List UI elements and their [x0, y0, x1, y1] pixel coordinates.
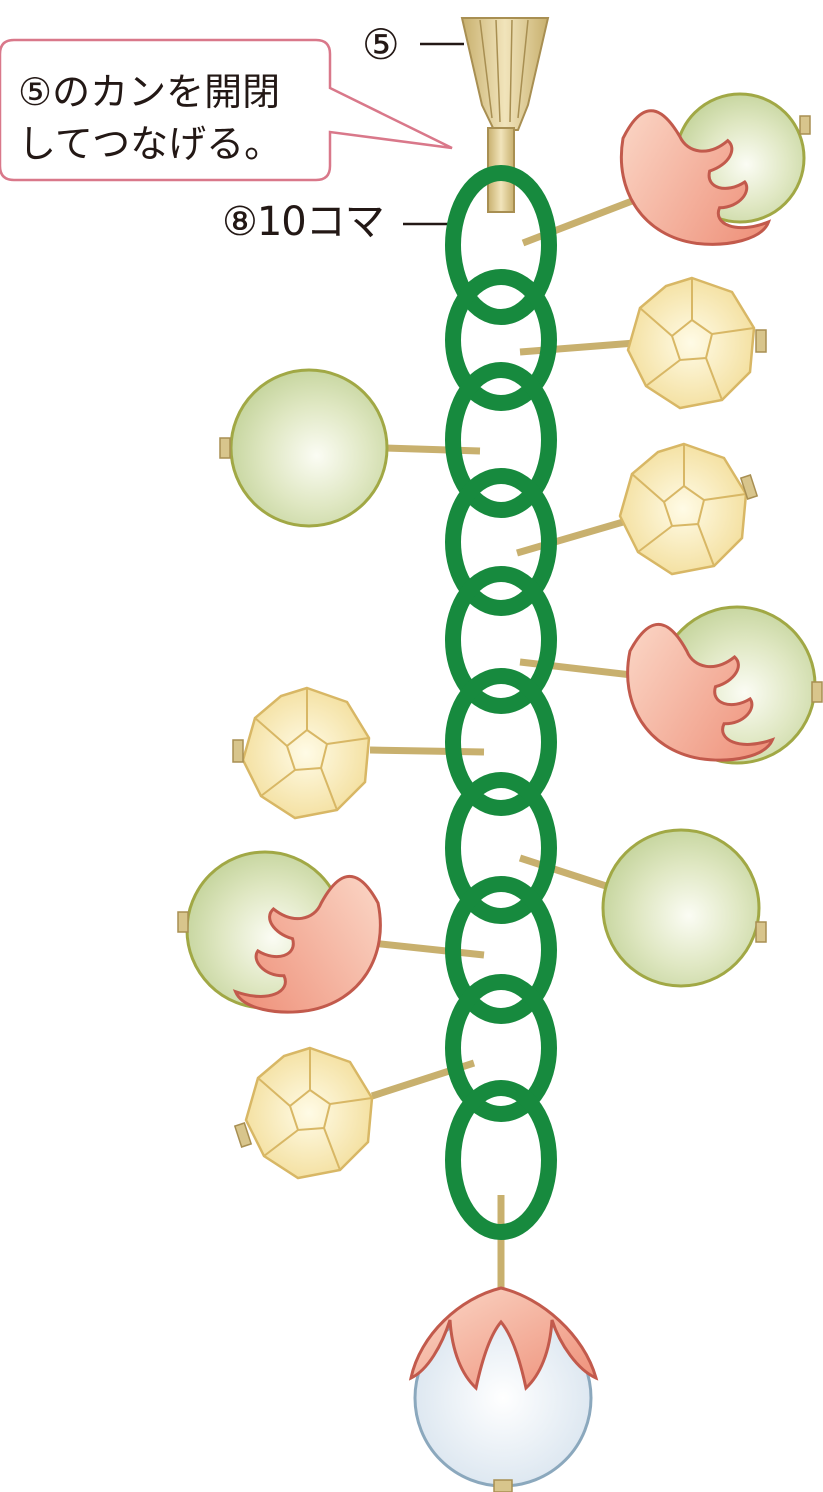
callout-text: ⑤のカンを開閉 してつなげる。 [18, 66, 318, 170]
green-bead-icon [603, 830, 766, 986]
green-bead-icon [220, 370, 387, 526]
part8-label: ⑧10コマ [222, 196, 384, 248]
chain-links [453, 173, 549, 1232]
callout-line-2: してつなげる。 [18, 118, 318, 170]
faceted-bead-icon [628, 278, 766, 408]
faceted-bead-icon [233, 688, 369, 818]
part5-label: ⑤ [362, 20, 400, 70]
callout-line-1: ⑤のカンを開閉 [18, 66, 318, 118]
head-pins [362, 198, 640, 1290]
faceted-bead-icon [620, 444, 757, 574]
faceted-bead-icon [235, 1048, 372, 1178]
